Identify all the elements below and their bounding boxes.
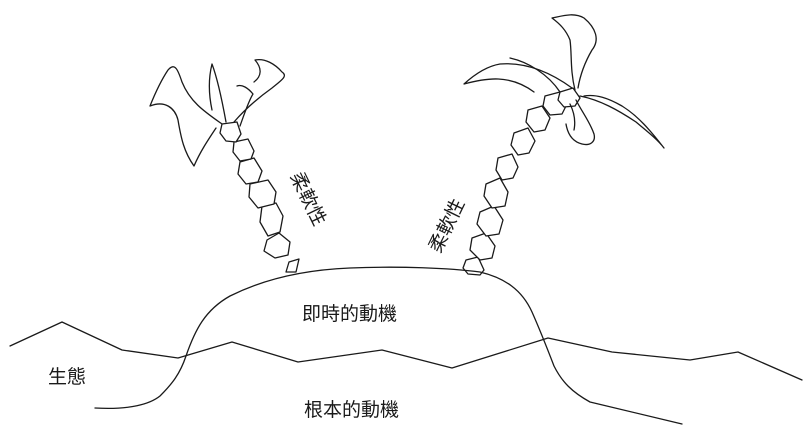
fundamental-motive-label: 根本的動機	[304, 399, 399, 421]
island-outline	[94, 266, 683, 425]
left-palm-tree	[149, 58, 300, 273]
ecology-label: 生態	[48, 366, 86, 388]
left-palm-fronds	[149, 58, 286, 167]
right-palm-trunk	[462, 87, 581, 276]
ecology-line	[9, 321, 803, 381]
immediate-motive-label: 即時的動機	[302, 303, 397, 325]
left-palm-trunk	[219, 121, 300, 273]
right-palm-fronds	[463, 14, 665, 149]
right-palm-tree	[462, 14, 665, 276]
flexibility-left-label: 柔軟性	[286, 169, 331, 230]
flexibility-right-label: 柔軟性	[425, 195, 470, 256]
